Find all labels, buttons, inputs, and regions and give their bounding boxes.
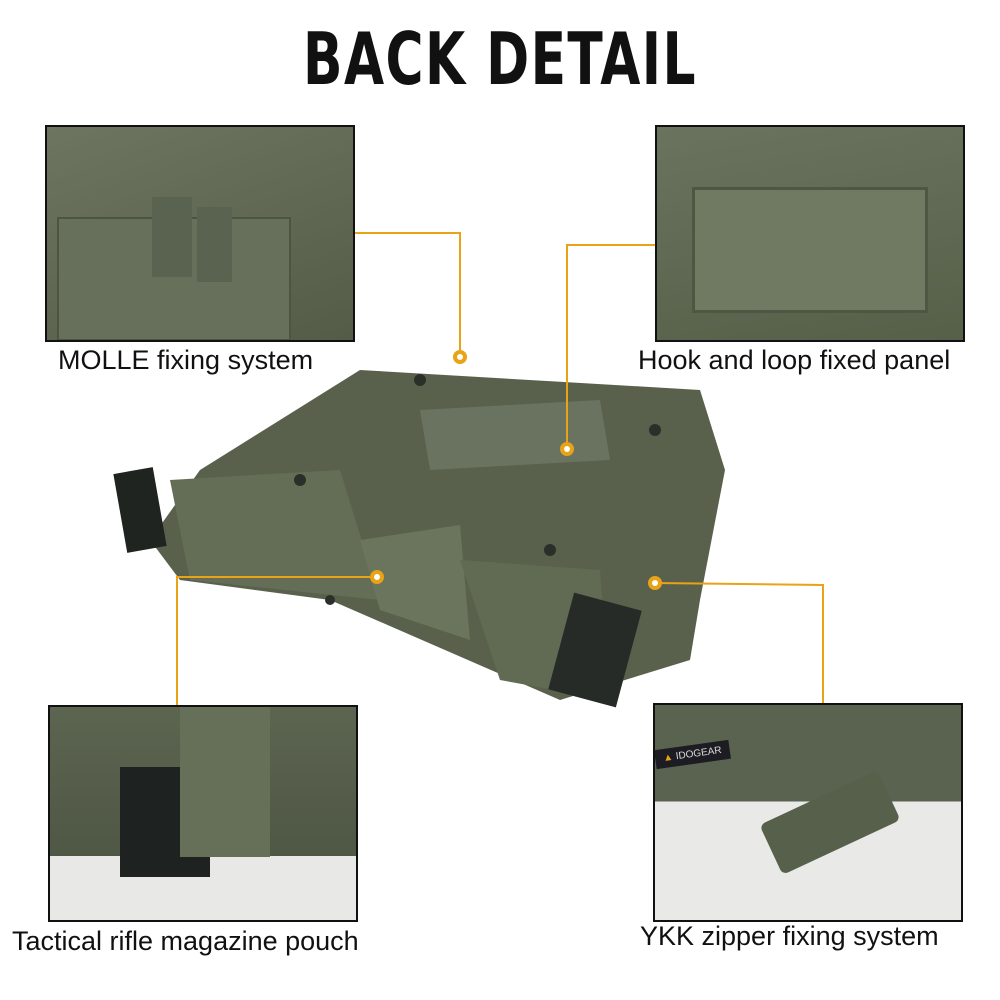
ykk-zipper-detail-image: ▲ IDOGEAR [653,703,963,922]
callout-label-hook-loop: Hook and loop fixed panel [638,345,951,375]
hook-loop-detail-image [655,125,965,342]
magazine-pouch-detail-image [48,705,358,922]
callout-lines [176,232,824,705]
callout-label-molle: MOLLE fixing system [58,345,314,375]
callout-label-magazine-pouch: Tactical rifle magazine pouch [12,926,359,956]
callout-label-ykk-zipper: YKK zipper fixing system [640,921,939,951]
brand-logo: ▲ IDOGEAR [655,739,731,770]
callout-dots [370,350,662,590]
molle-detail-image [45,125,355,342]
page-title: BACK DETAIL [303,17,697,101]
